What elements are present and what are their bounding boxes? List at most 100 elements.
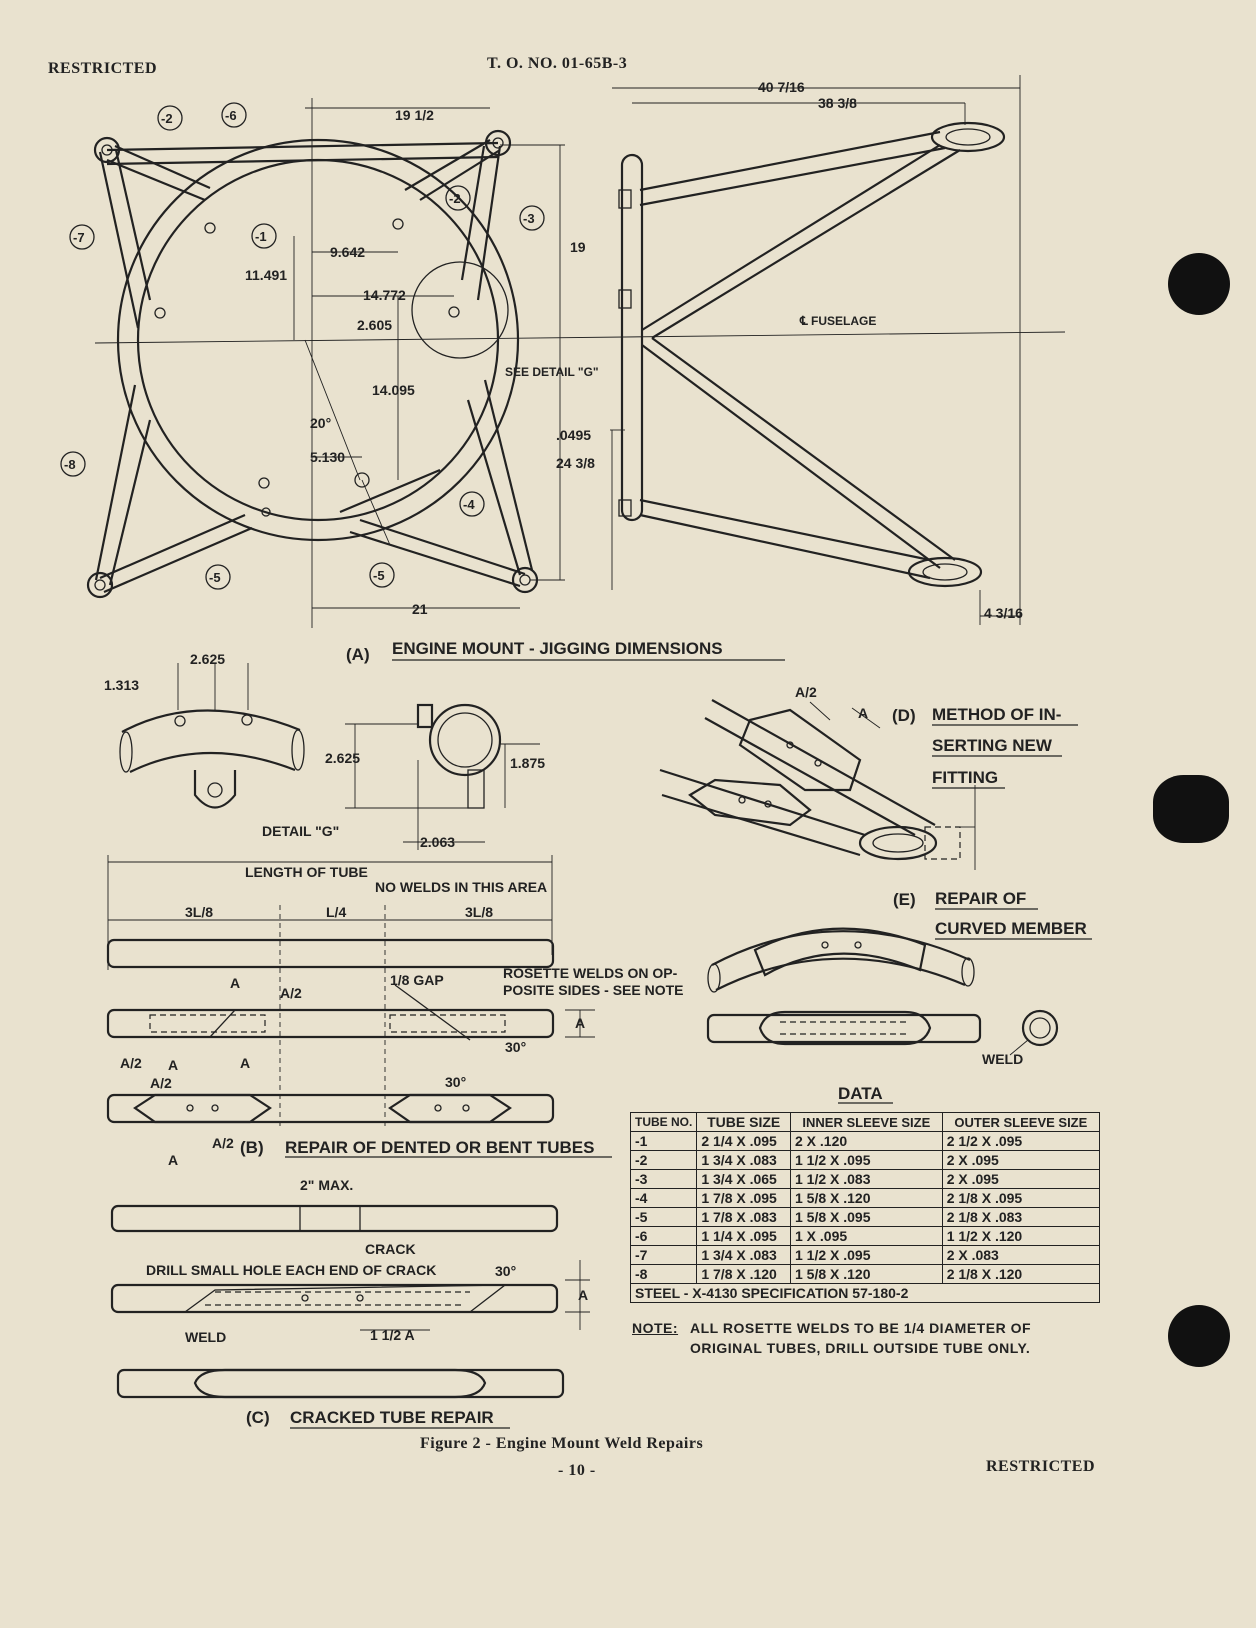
note-line2: ORIGINAL TUBES, DRILL OUTSIDE TUBE ONLY. (690, 1340, 1031, 1356)
length-of-tube-label: LENGTH OF TUBE (245, 864, 368, 880)
new-fitting-insertion-drawing (659, 699, 976, 870)
weld-label-e: WELD (982, 1051, 1023, 1067)
dented-tube-repair-drawing (106, 855, 595, 1130)
tube-size-table: TUBE NO. TUBE SIZE INNER SLEEVE SIZE OUT… (629, 1112, 1101, 1303)
table-cell: 2 1/2 X .095 (941, 1131, 1101, 1151)
view-d-letter: (D) (892, 706, 916, 725)
table-cell: 2 X .095 (941, 1150, 1101, 1170)
angle-30-b1: 30° (505, 1039, 526, 1055)
page-number: - 10 - (558, 1462, 596, 1479)
callout-5a: -5 (209, 570, 221, 585)
punch-hole-top (1168, 253, 1230, 315)
callout-7: -7 (73, 230, 85, 245)
table-cell: 1 X .095 (790, 1226, 943, 1246)
view-d-title-line1: METHOD OF IN- (932, 705, 1061, 724)
callout-6: -6 (225, 108, 237, 123)
table-cell: 1 3/4 X .083 (696, 1150, 791, 1170)
dim-side-height: 24 3/8 (556, 455, 595, 471)
dim-one-half-a: 1 1/2 A (370, 1327, 415, 1343)
see-detail-g-label: SEE DETAIL "G" (505, 365, 599, 379)
note-label: NOTE: (632, 1320, 679, 1336)
frac-3l8-left: 3L/8 (185, 904, 213, 920)
callout-2b: -2 (449, 191, 461, 206)
table-header-row: TUBE NO. TUBE SIZE INNER SLEEVE SIZE OUT… (629, 1112, 1101, 1132)
table-cell: 2 1/8 X .083 (941, 1207, 1101, 1227)
table-footer-row: STEEL - X-4130 SPECIFICATION 57-180-2 (630, 1283, 1100, 1303)
view-e-letter: (E) (893, 890, 916, 909)
dim-a-half-b-mid: A/2 (150, 1075, 172, 1091)
dim-top-width: 19 1/2 (395, 107, 434, 123)
view-c-title: CRACKED TUBE REPAIR (290, 1408, 494, 1427)
callout-1: -1 (255, 229, 267, 244)
dim-2605: 2.605 (357, 317, 392, 333)
table-cell: 2 X .095 (941, 1169, 1101, 1189)
dim-9642: 9.642 (330, 244, 365, 260)
table-cell: -8 (629, 1264, 698, 1284)
table-cell: -2 (629, 1150, 698, 1170)
callout-3: -3 (523, 211, 535, 226)
dim-a-b-mid: A (168, 1057, 178, 1073)
view-e-title-line2: CURVED MEMBER (935, 919, 1087, 938)
angle-30-b2: 30° (445, 1074, 466, 1090)
dim-a-b-mid2: A (240, 1055, 250, 1071)
table-cell: 2 1/4 X .095 (696, 1131, 791, 1151)
table-cell: 1 1/4 X .095 (696, 1226, 791, 1246)
table-cell: -5 (629, 1207, 698, 1227)
dim-end-offset: 4 3/16 (984, 605, 1023, 621)
callout-5b: -5 (373, 568, 385, 583)
punch-hole-bottom (1168, 1305, 1230, 1367)
view-d-title-line3: FITTING (932, 768, 998, 787)
tech-order-number: T. O. NO. 01-65B-3 (487, 55, 628, 72)
frac-3l8-right: 3L/8 (465, 904, 493, 920)
drill-note: DRILL SMALL HOLE EACH END OF CRACK (146, 1262, 436, 1278)
table-cell: -6 (629, 1226, 698, 1246)
dim-0495: .0495 (556, 427, 591, 443)
table-cell: 2 X .083 (941, 1245, 1101, 1265)
dim-bottom-width: 21 (412, 601, 428, 617)
rosette-note-line2: POSITE SIDES - SEE NOTE (503, 982, 683, 998)
dim-a-d: A (858, 705, 868, 721)
dim-a-c: A (578, 1287, 588, 1303)
restricted-footer-right: RESTRICTED (986, 1458, 1096, 1475)
col-inner-sleeve: INNER SLEEVE SIZE (790, 1112, 943, 1132)
dim-5130: 5.130 (310, 449, 345, 465)
dim-a-b-bottom: A (168, 1152, 178, 1168)
dim-a-half-b-top: A/2 (280, 985, 302, 1001)
table-cell: -4 (629, 1188, 698, 1208)
table-cell: 1 3/4 X .065 (696, 1169, 791, 1189)
view-a-letter: (A) (346, 645, 370, 664)
restricted-header-left: RESTRICTED (48, 60, 158, 77)
angle-30-c: 30° (495, 1263, 516, 1279)
crack-label: CRACK (365, 1241, 416, 1257)
dim-right-height: 19 (570, 239, 586, 255)
callout-8: -8 (64, 457, 76, 472)
detail-g-dim-2625a: 2.625 (190, 651, 225, 667)
view-c-letter: (C) (246, 1408, 270, 1427)
view-d-title-line2: SERTING NEW (932, 736, 1053, 755)
punch-hole-middle (1153, 775, 1229, 843)
dim-overall-length: 40 7/16 (758, 79, 805, 95)
table-cell: 2 1/8 X .120 (941, 1264, 1101, 1284)
table-cell: 1 5/8 X .095 (790, 1207, 943, 1227)
curved-member-repair-drawing (706, 927, 1059, 1056)
dim-angle-20: 20° (310, 415, 331, 431)
rosette-note-line1: ROSETTE WELDS ON OP- (503, 965, 678, 981)
dim-inner-length: 38 3/8 (818, 95, 857, 111)
dim-a-half-b-bottom: A/2 (212, 1135, 234, 1151)
callout-4: -4 (463, 497, 475, 512)
table-cell: 1 1/2 X .083 (790, 1169, 943, 1189)
detail-g-drawing (119, 663, 540, 850)
detail-g-dim-2063: 2.063 (420, 834, 455, 850)
part-callouts: -2 -6 -2 -1 -3 -7 -8 -4 -5 -5 (60, 102, 545, 590)
note-line1: ALL ROSETTE WELDS TO BE 1/4 DIAMETER OF (690, 1320, 1032, 1336)
view-b-letter: (B) (240, 1138, 264, 1157)
table-cell: 1 1/2 X .120 (941, 1226, 1101, 1246)
table-cell: -1 (629, 1131, 698, 1151)
